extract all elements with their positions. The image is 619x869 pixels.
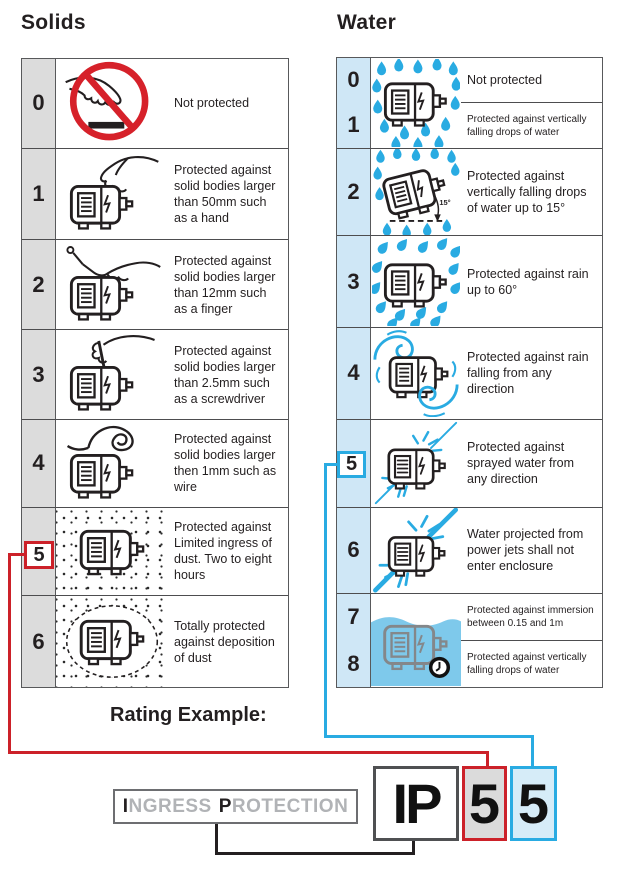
water-row-2: 2 15° Protected against vertically falli…: [337, 148, 602, 237]
rating-description: Protected against immersion between 0.15…: [467, 605, 594, 630]
rating-description: Protected against Limited ingress of dus…: [174, 520, 272, 583]
motor-vertical-rain-icon: [372, 58, 460, 147]
protection-initial: P: [218, 795, 232, 817]
blue-connector-line: [324, 463, 339, 466]
solids-row-4: 4 Protected against solid bodies larger …: [22, 419, 288, 508]
rating-description: Protected against solid bodies larger th…: [174, 163, 276, 226]
blue-connector-line: [531, 735, 534, 767]
dust-motor-icon: [79, 529, 145, 576]
red-connector-line: [8, 553, 11, 754]
water-rating-number: 7: [347, 604, 360, 630]
solids-5-highlight-box: 5: [24, 541, 54, 569]
solids-rating-number: 1: [22, 148, 56, 240]
motor-slanted-rain-icon: [372, 237, 460, 326]
red-connector-line: [8, 751, 489, 754]
ingress-initial: I: [122, 795, 129, 817]
solids-row-3: 3 Protected against solid bodies larger …: [22, 330, 288, 420]
motor-sprayed-water-icon: [374, 422, 458, 505]
black-connector-line: [215, 852, 415, 855]
angle-label: 15°: [439, 198, 450, 207]
hand-motor-icon: [69, 156, 159, 230]
water-rating-number: 2: [337, 148, 371, 236]
solids-row-6: 6 Totally protected against deposition o…: [22, 596, 288, 687]
motor-swirl-water-icon: [373, 330, 459, 418]
water-row-3: 3 Protected against rain up to 60°: [337, 236, 602, 329]
rating-description: Protected against rain falling from any …: [467, 350, 589, 397]
rating-description: Protected against solid bodies larger th…: [174, 343, 276, 406]
solids-rating-number: 0: [22, 59, 56, 148]
rating-description: Not protected: [467, 73, 543, 88]
rating-description: Protected against sprayed water from any…: [467, 440, 574, 487]
water-row-0-1: 0 1 Not protected Protected against vert…: [337, 58, 602, 149]
no-entry-hand-icon: [65, 62, 149, 141]
motor-immersion-clock-icon: [371, 617, 461, 687]
rating-description: Protected against rain up to 60°: [467, 266, 589, 297]
solids-table: 0 Not protected 1 Protected against soli…: [21, 58, 289, 688]
dust-sealed-motor-icon: [65, 605, 159, 679]
motor-water-jets-icon: [373, 507, 459, 593]
rating-example-heading: Rating Example:: [110, 704, 267, 726]
water-rating-number: 8: [347, 650, 360, 676]
solids-rating-number: 4: [22, 419, 56, 507]
red-connector-line: [486, 751, 489, 767]
wire-motor-icon: [66, 426, 134, 500]
ip-water-digit-box: 5: [510, 766, 557, 841]
rating-description: Totally protected against deposition of …: [174, 618, 275, 665]
tilted-motor-rain-icon: 15°: [373, 149, 460, 236]
water-rating-number: 4: [337, 328, 371, 419]
water-row-7-8: 7 8 Protected against immersion between …: [337, 594, 602, 687]
solids-row-1: 1 Protected against solid bodies larger …: [22, 148, 288, 241]
blue-connector-line: [324, 463, 327, 738]
solids-rating-number: 6: [22, 596, 56, 687]
solids-heading: Solids: [21, 11, 86, 34]
red-connector-line: [8, 553, 26, 556]
ip-prefix-box: IP: [373, 766, 459, 841]
rating-description: Protected against vertically falling dro…: [467, 169, 587, 216]
solids-row-2: 2 Protected against solid bodies larger …: [22, 240, 288, 331]
water-table: 0 1 Not protected Protected against vert…: [336, 57, 603, 688]
water-rating-number: 3: [337, 236, 371, 328]
water-rating-number: 0: [347, 67, 360, 93]
rating-description: Protected against vertically falling dro…: [467, 652, 587, 677]
solids-row-5: Protected against Limited ingress of dus…: [22, 507, 288, 597]
water-5-highlight-box: 5: [337, 451, 366, 478]
solids-row-0: 0 Not protected: [22, 59, 288, 149]
rating-description: Protected against solid bodies larger th…: [174, 432, 277, 495]
solids-rating-number: 2: [22, 240, 56, 330]
protection-rest: ROTECTION: [231, 795, 349, 817]
rating-description: Protected against solid bodies larger th…: [174, 253, 276, 316]
ingress-rest: NGRESS: [128, 795, 212, 817]
rating-description: Water projected from power jets shall no…: [467, 527, 584, 574]
water-row-5: Protected against sprayed water from any…: [337, 419, 602, 508]
ip-solids-digit-box: 5: [462, 766, 507, 841]
water-heading: Water: [337, 11, 397, 34]
water-row-6: 6 Water projected from power jets shall …: [337, 507, 602, 595]
black-connector-line: [215, 823, 218, 855]
water-rating-number: 1: [347, 112, 360, 138]
blue-connector-line: [324, 735, 534, 738]
water-row-4: 4 Protected against rain falling from an…: [337, 328, 602, 420]
finger-motor-icon: [66, 245, 161, 321]
water-rating-number: 6: [337, 507, 371, 594]
screwdriver-motor-icon: [69, 334, 155, 411]
rating-description: Protected against vertically falling dro…: [467, 113, 587, 138]
rating-description: Not protected: [174, 96, 250, 111]
black-connector-line: [412, 840, 415, 855]
solids-rating-number: 3: [22, 330, 56, 419]
